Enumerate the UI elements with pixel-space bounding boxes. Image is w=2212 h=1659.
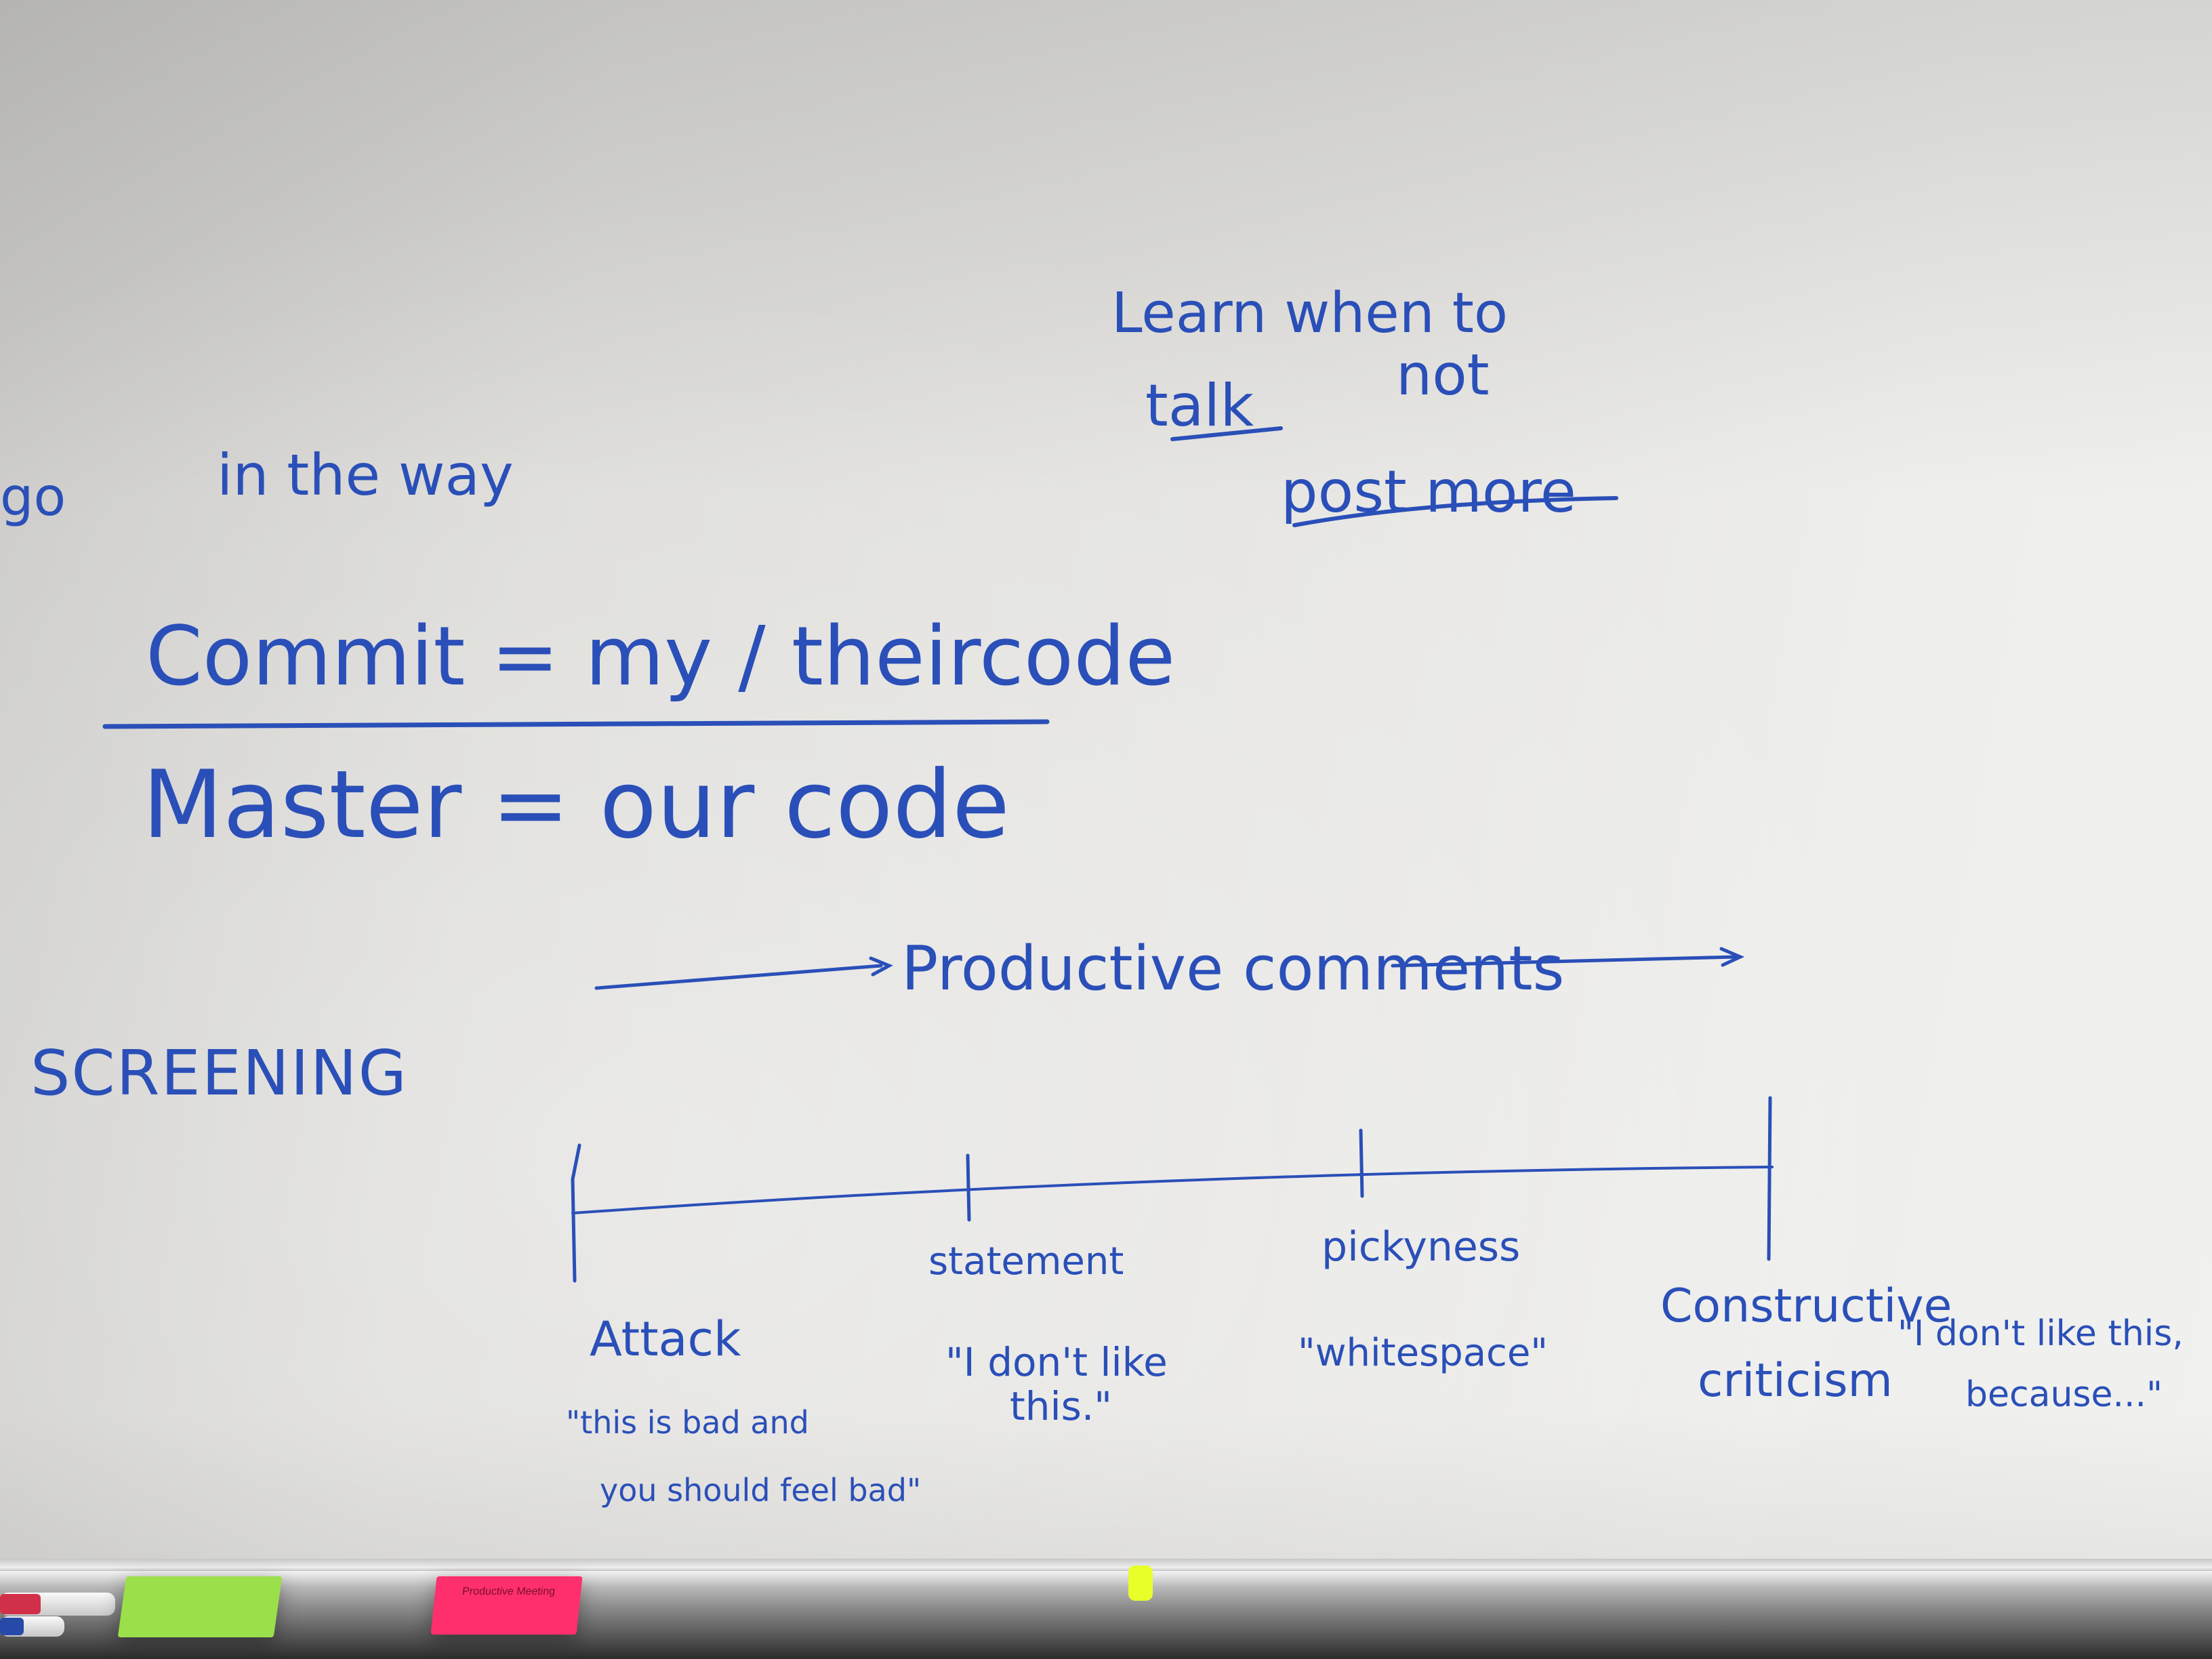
arrow-left-segment xyxy=(594,964,883,990)
scale-quote-constructive-2: because..." xyxy=(1965,1374,2163,1415)
screening-label: SCREENING xyxy=(30,1037,408,1109)
scale-tick-statement xyxy=(966,1153,971,1222)
partial-word-left: go xyxy=(0,467,66,528)
note-in-the-way: in the way xyxy=(217,442,514,508)
scale-quote-attack-2: you should feel bad" xyxy=(600,1472,921,1509)
master-equation: Master = our code xyxy=(142,750,1010,859)
marker-blue-cap xyxy=(0,1618,24,1635)
productive-comments-label: Productive comments xyxy=(901,933,1564,1004)
scale-label-attack: Attack xyxy=(590,1311,741,1367)
note-post-more: post more xyxy=(1281,458,1576,526)
scale-tick-pickyness xyxy=(1359,1128,1364,1198)
scale-label-constructive-1: Constructive xyxy=(1660,1279,1952,1333)
note-talk: talk xyxy=(1145,372,1254,440)
scale-label-pickyness: pickyness xyxy=(1322,1223,1520,1271)
scale-quote-statement-1: "I don't like xyxy=(945,1339,1168,1385)
arrow-right-head xyxy=(1719,947,1745,967)
arrow-left-head xyxy=(869,956,893,977)
marker-red-cap xyxy=(0,1594,41,1614)
scale-tick-attack xyxy=(571,1143,581,1283)
marker-tray xyxy=(0,1571,2212,1659)
scale-axis xyxy=(571,1166,1774,1214)
arrow-right-segment xyxy=(1391,955,1737,968)
sticky-note-pink-text: Productive Meeting xyxy=(462,1586,556,1597)
commit-equation: Commit = my / theircode xyxy=(146,610,1175,704)
marker-tray-lip xyxy=(0,1559,2212,1574)
eraser-yellow-marker[interactable] xyxy=(1128,1565,1153,1601)
talk-underline xyxy=(1170,426,1283,441)
scale-quote-attack-1: "this is bad and xyxy=(566,1404,809,1441)
scale-quote-constructive-1: "I don't like this, xyxy=(1898,1313,2184,1354)
note-not: not xyxy=(1396,342,1490,408)
scale-tick-constructive xyxy=(1767,1096,1772,1261)
scale-quote-pickyness: "whitespace" xyxy=(1298,1331,1548,1375)
post-more-underline xyxy=(1292,496,1618,527)
sticky-note-pink[interactable]: Productive Meeting xyxy=(430,1576,583,1635)
scale-label-constructive-2: criticism xyxy=(1698,1354,1893,1408)
scale-quote-statement-2: this." xyxy=(1010,1383,1112,1429)
scale-label-statement: statement xyxy=(928,1240,1124,1284)
sticky-note-green[interactable] xyxy=(117,1576,283,1637)
fraction-bar xyxy=(102,719,1050,729)
note-learn-when-to: Learn when to xyxy=(1111,281,1508,346)
